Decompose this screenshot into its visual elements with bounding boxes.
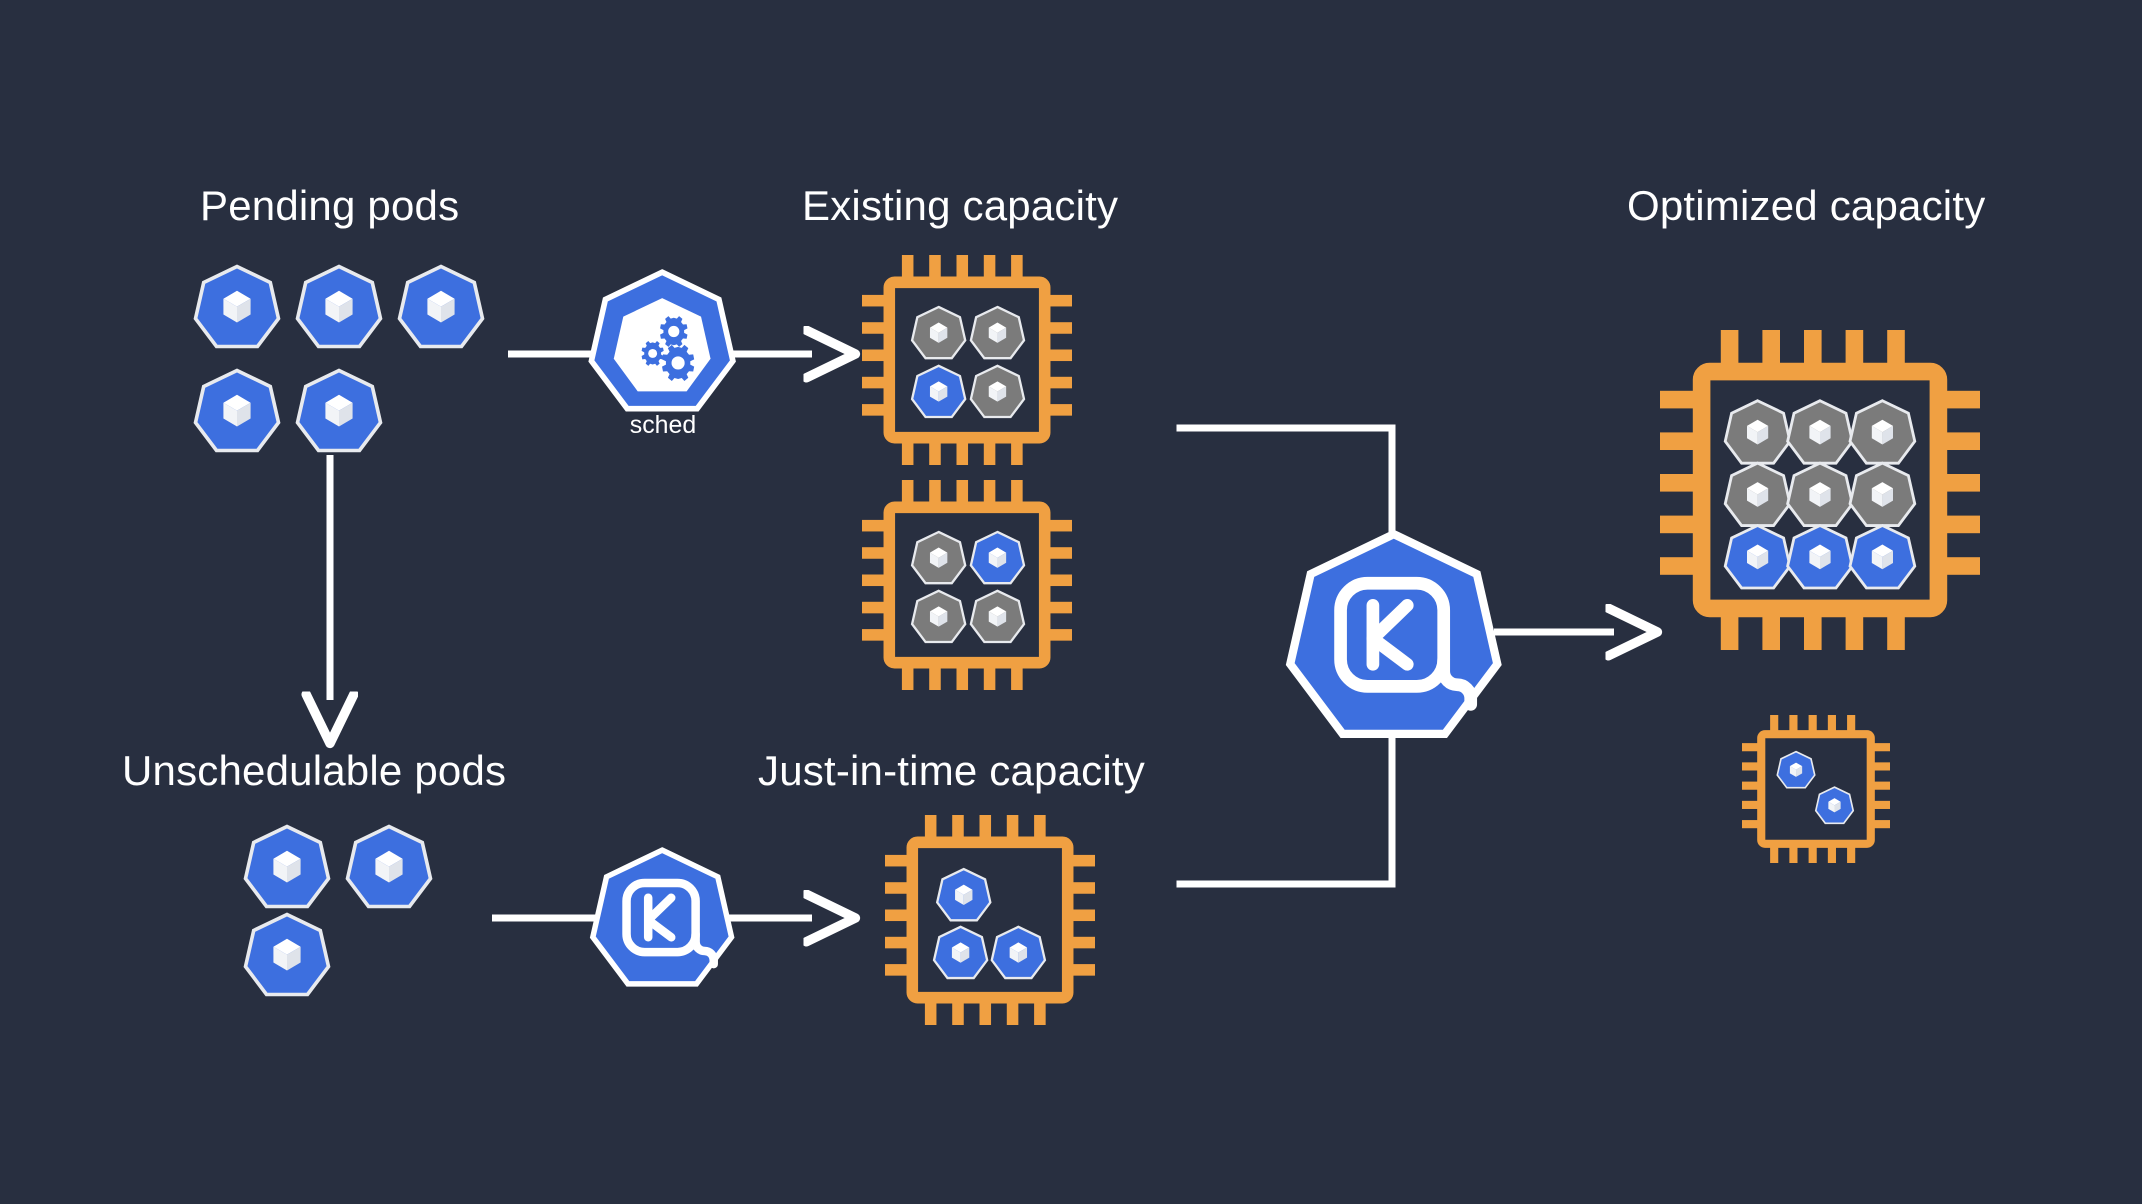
pod-icon: [910, 589, 967, 644]
label-pending-pods: Pending pods: [200, 182, 460, 229]
gears-icon: [641, 316, 695, 381]
pod-icon: [935, 867, 992, 922]
label-jit-capacity: Just-in-time capacity: [758, 747, 1145, 794]
chip-pins: [1742, 715, 1890, 863]
pod-icon: [397, 264, 485, 349]
karpenter-jit-badge[interactable]: [589, 846, 735, 988]
karpenter-consolidation-badge[interactable]: [1285, 528, 1502, 740]
pod-icon: [1786, 461, 1854, 527]
pod-icon: [1786, 399, 1854, 465]
karpenter-k-letter: [1366, 599, 1414, 671]
pod-icon: [969, 305, 1026, 360]
pod-icon: [1814, 786, 1855, 825]
existing-capacity-chip-2: [862, 480, 1072, 690]
scheduler-caption: sched: [630, 411, 696, 439]
pod-icon: [345, 824, 433, 909]
pod-icon: [295, 368, 383, 453]
pod-icon: [193, 368, 281, 453]
pod-icon: [1848, 461, 1917, 527]
pod-icon: [295, 264, 383, 349]
jit-capacity-chip: [885, 815, 1095, 1025]
chip-body: [1692, 362, 1948, 618]
karpenter-k-icon: [1334, 576, 1478, 711]
pod-icon: [1786, 523, 1854, 590]
pod-icon: [969, 364, 1026, 419]
chip-pins: [862, 480, 1072, 690]
pod-icon: [969, 589, 1026, 644]
jit-to-karpenter-bracket: [1176, 726, 1396, 888]
pod-icon: [243, 912, 331, 997]
pod-icon: [243, 824, 331, 909]
pod-icon: [910, 530, 967, 585]
label-existing-capacity: Existing capacity: [802, 182, 1119, 229]
pod-icon: [910, 364, 967, 419]
chip-pins: [862, 255, 1072, 465]
chip-body: [1757, 730, 1875, 848]
pod-icon: [1723, 523, 1792, 590]
karpenter-k-icon: [622, 878, 718, 969]
pod-icon: [910, 305, 967, 360]
pod-icon: [1848, 523, 1917, 590]
chip-pins: [885, 815, 1095, 1025]
optimized-capacity-chip-small: [1742, 715, 1890, 863]
optimized-capacity-chip-large: [1660, 330, 1980, 650]
chip-body: [906, 836, 1074, 1004]
label-optimized-capacity: Optimized capacity: [1627, 182, 1986, 229]
label-unschedulable-pods: Unschedulable pods: [122, 747, 507, 794]
karpenter-k-letter: [643, 893, 676, 942]
pending-pods-group: [0, 0, 560, 470]
existing-capacity-chip-1: [862, 255, 1072, 465]
pod-icon: [932, 925, 989, 980]
unschedulable-pods-group: [0, 0, 560, 1010]
pod-icon: [1723, 461, 1792, 527]
chip-body: [883, 276, 1051, 444]
pod-icon: [1723, 399, 1792, 465]
pod-icon: [1776, 750, 1816, 789]
scheduler-badge[interactable]: sched: [588, 268, 736, 440]
pod-icon: [1848, 399, 1917, 465]
pod-icon: [990, 925, 1047, 980]
pod-icon: [193, 264, 281, 349]
pod-icon: [969, 530, 1026, 585]
chip-body: [883, 501, 1051, 669]
